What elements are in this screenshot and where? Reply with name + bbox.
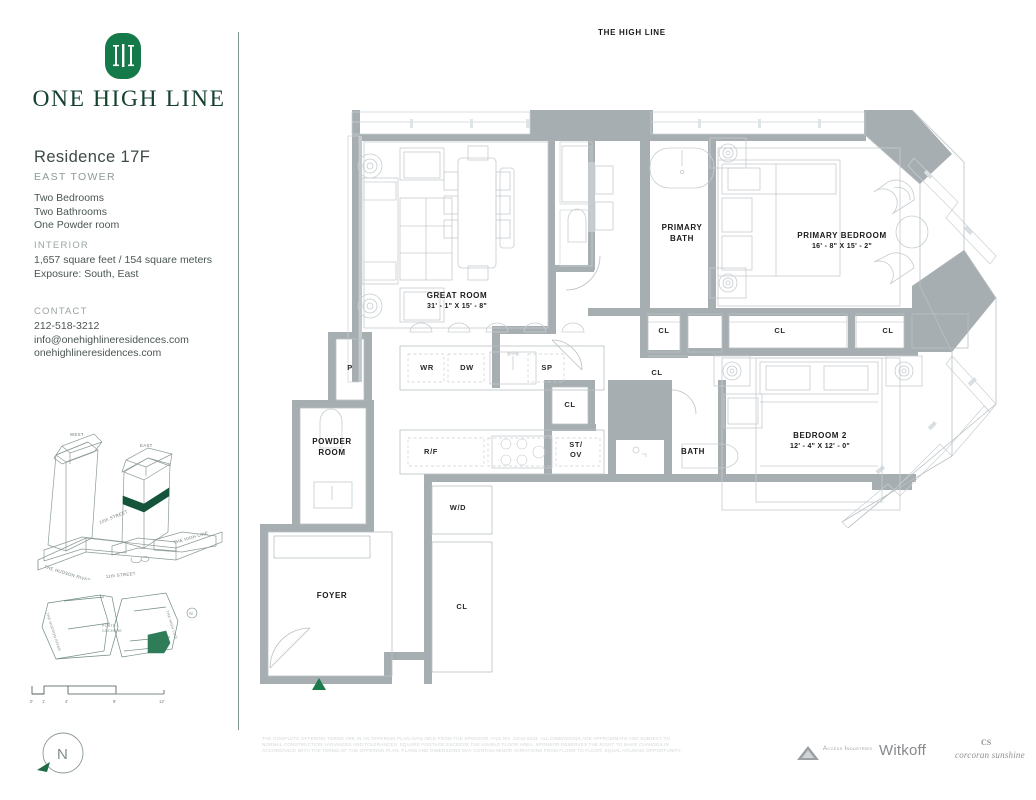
appliance-label-wd: W/D (449, 503, 467, 512)
closet-label-1: CL (658, 326, 670, 335)
scale-tick-8: 8' (113, 699, 116, 704)
room-label-pantry: P (347, 363, 353, 372)
access-industries-triangle-icon (797, 746, 819, 760)
svg-text:N: N (189, 611, 192, 616)
entry-marker-icon (312, 678, 326, 690)
massing-west-label: WEST (70, 432, 84, 437)
room-label-bedroom-2: BEDROOM 2 12' - 4" X 12' - 0" (789, 431, 851, 450)
room-label-foyer: FOYER (316, 591, 348, 600)
massing-floor-highlight (122, 487, 170, 513)
access-industries-wordmark: Access Industries (823, 746, 873, 752)
room-label-primary-bath: PRIMARY BATH (661, 223, 703, 243)
svg-text:N: N (57, 746, 68, 763)
compass-north-icon: N (37, 732, 84, 774)
high-line-label: THE HIGH LINE (598, 28, 666, 37)
floor-plan-drawing: .wall { fill:#a7aeb2; } .wallL { fill:#c… (260, 109, 997, 690)
room-label-bath: BATH (680, 447, 706, 456)
scale-tick-12: 12' (159, 699, 165, 704)
closet-label-5: CL (564, 400, 576, 409)
massing-east-label: EAST (140, 443, 153, 448)
brand-title: ONE HIGH LINE (32, 86, 226, 112)
massing-11th-street-label: 11th STREET (106, 571, 136, 579)
scale-tick-4: 4' (65, 699, 68, 704)
appliance-label-stov: ST/ OV (569, 440, 583, 459)
building-massing-diagram: WEST EAST 10th STREET THE HUDSON RIVER 1… (37, 432, 223, 580)
sitemap-north-icon: N (186, 607, 198, 619)
offering-disclaimer: THE COMPLETE OFFERING TERMS ARE IN AN OF… (262, 736, 682, 754)
appliance-label-sp: SP (541, 363, 553, 372)
contact-body: 212-518-3212 info@onehighlineresidences.… (34, 320, 189, 359)
massing-10th-street-label: 10th STREET (99, 509, 129, 525)
sponsor-logos: Access Industries Witkoff CS corcoran su… (795, 738, 1025, 772)
contact-label: CONTACT (34, 306, 88, 317)
witkoff-wordmark: Witkoff (879, 742, 926, 759)
closet-label-2: CL (651, 368, 663, 377)
room-label-primary-bedroom: PRIMARY BEDROOM 16' - 8" X 15' - 2" (797, 231, 887, 250)
residence-tower: EAST TOWER (34, 171, 116, 183)
residence-name: Residence 17F (34, 148, 151, 166)
appliance-label-rf: R/F (424, 447, 438, 456)
room-label-powder-room: POWDER ROOM (312, 437, 352, 457)
sitemap-block-label-2: COCHERE (102, 629, 122, 633)
scale-tick-1: 1' (42, 699, 45, 704)
one-high-line-monogram-icon (105, 33, 141, 79)
scale-tick-0: 0' (30, 699, 33, 704)
sitemap-river-label: THE HUDSON RIVER (45, 612, 61, 652)
interior-body: 1,657 square feet / 154 square meters Ex… (34, 254, 213, 280)
room-label-great-room: GREAT ROOM 31' - 1" X 15' - 8" (426, 291, 488, 310)
closet-label-4: CL (882, 326, 894, 335)
appliance-label-dw: DW (460, 363, 474, 372)
site-map-diagram: THE HUDSON RIVER THE HIGH LINE PORTE- CO… (41, 592, 198, 660)
sitemap-unit-highlight (147, 630, 171, 654)
closet-label-6: CL (456, 602, 468, 611)
massing-river-label: THE HUDSON RIVER (44, 564, 92, 580)
appliance-label-wr: WR (420, 363, 434, 372)
vertical-divider (238, 32, 239, 730)
interior-label: INTERIOR (34, 240, 89, 251)
sidebar: ONE HIGH LINE Residence 17F EAST TOWER T… (0, 0, 232, 800)
floor-plan: .wall { fill:#a7aeb2; } .wallL { fill:#c… (252, 28, 1036, 740)
corcoran-sunshine-mark: CS (981, 738, 992, 747)
residence-rooms: Two Bedrooms Two Bathrooms One Powder ro… (34, 192, 120, 231)
scale-bar: 0' 1' 4' 8' 12' (30, 685, 165, 704)
sitemap-block-label-1: PORTE- (102, 624, 118, 628)
corcoran-sunshine-wordmark: corcoran sunshine (955, 750, 1025, 760)
closet-label-3: CL (774, 326, 786, 335)
